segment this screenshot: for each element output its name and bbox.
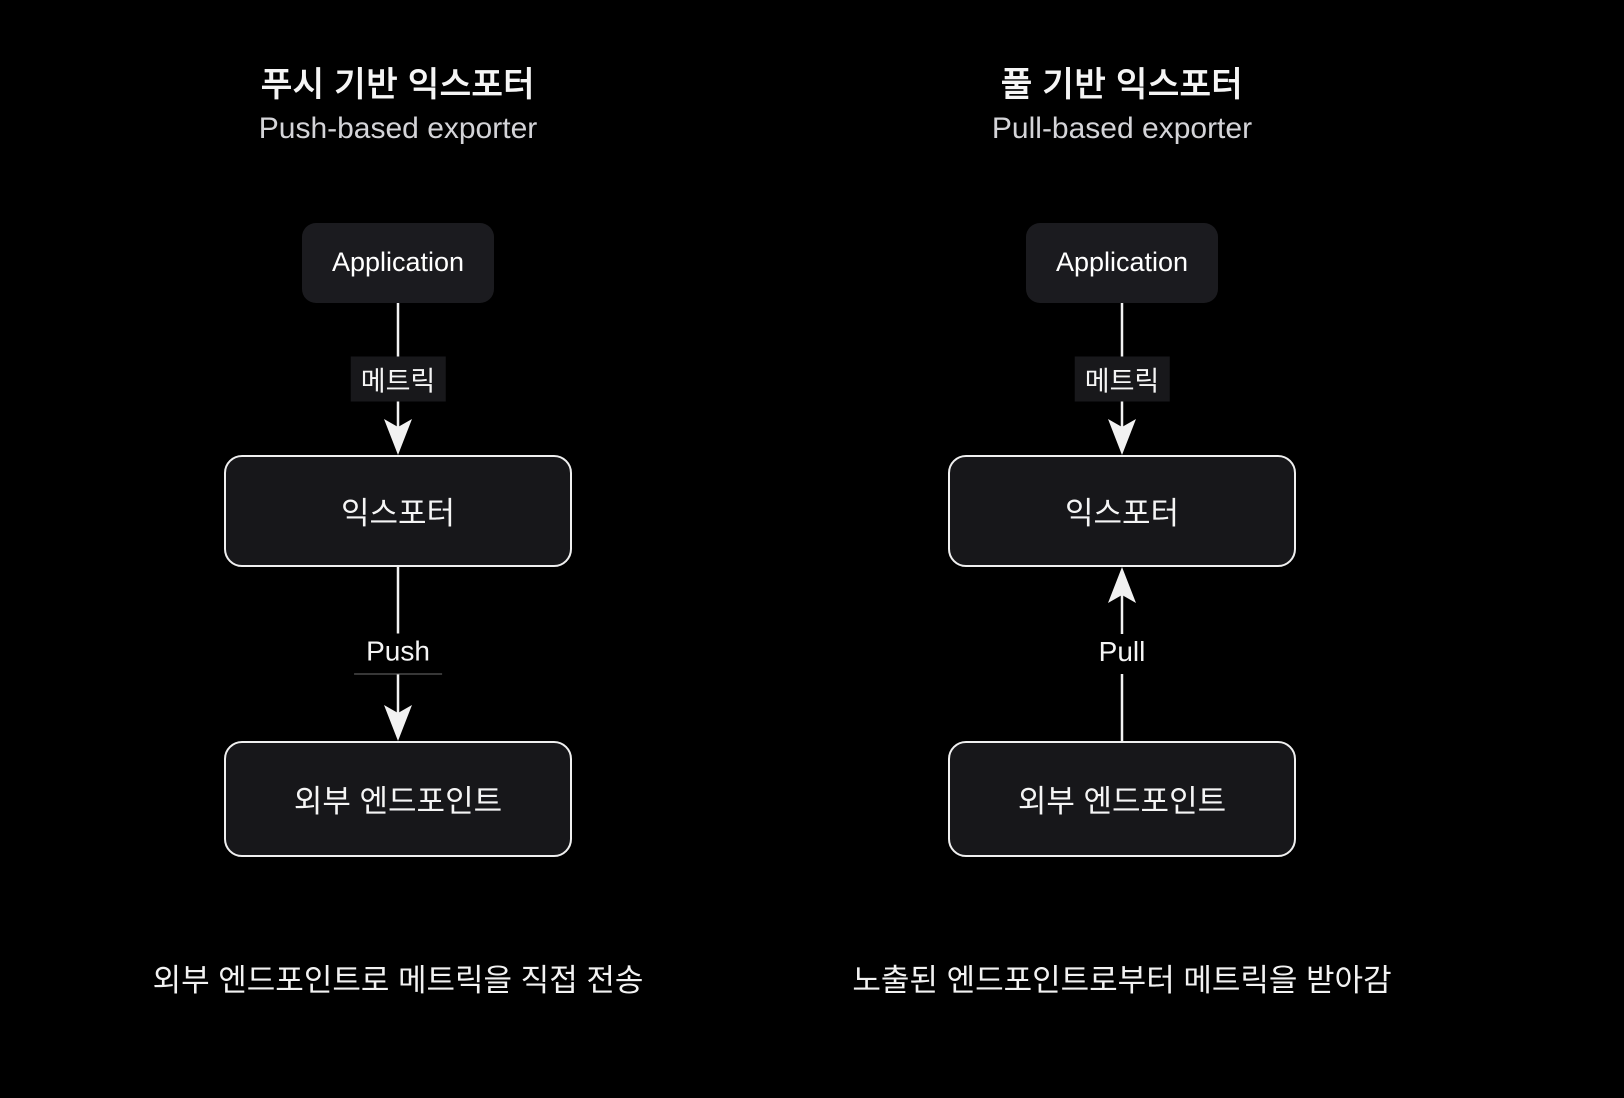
metric-arrow: 메트릭 [772, 302, 1472, 455]
metric-edge-label: 메트릭 [1074, 356, 1170, 401]
pull-arrow: Pull [772, 566, 1472, 741]
exporter-node: 익스포터 [948, 454, 1296, 567]
pull-panel-title-ko: 풀 기반 익스포터 [1000, 66, 1244, 104]
application-node: Application [301, 222, 495, 303]
push-panel-title-ko: 푸시 기반 익스포터 [260, 66, 536, 104]
external-endpoint-node: 외부 엔드포인트 [224, 740, 572, 857]
pull-panel-title-en: Pull-based exporter [991, 111, 1253, 145]
application-node: Application [1025, 222, 1219, 303]
pull-panel-caption: 노출된 엔드포인트로부터 메트릭을 받아감 [852, 962, 1392, 998]
metric-edge-label: 메트릭 [350, 356, 446, 401]
exporter-node: 익스포터 [224, 454, 572, 567]
push-exporter-panel: 푸시 기반 익스포터 Push-based exporter Applicati… [48, 0, 748, 1098]
push-edge-label: Push [354, 633, 442, 674]
push-panel-caption: 외부 엔드포인트로 메트릭을 직접 전송 [152, 962, 644, 998]
pull-exporter-panel: 풀 기반 익스포터 Pull-based exporter Applicatio… [772, 0, 1472, 1098]
push-arrow: Push [48, 566, 748, 741]
external-endpoint-node: 외부 엔드포인트 [948, 740, 1296, 857]
push-panel-title-en: Push-based exporter [258, 111, 538, 145]
metric-arrow: 메트릭 [48, 302, 748, 455]
pull-edge-label: Pull [1086, 633, 1158, 674]
